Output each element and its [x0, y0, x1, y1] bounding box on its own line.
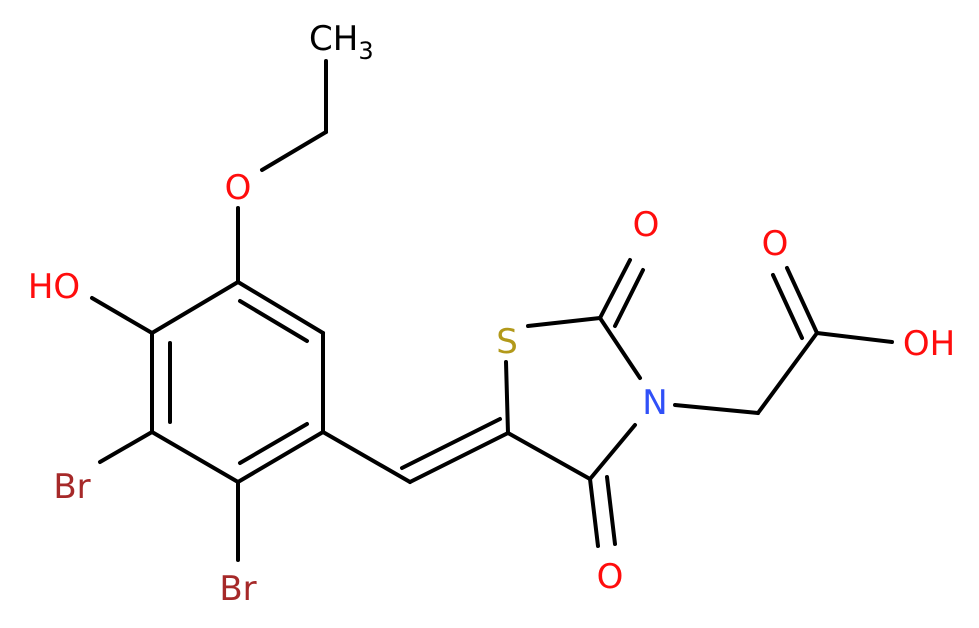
bond-c4-o-double	[605, 475, 617, 546]
atom-label-o-ether: O	[225, 168, 252, 208]
bond-ring-ch	[321, 430, 412, 484]
bond-c2-o-double	[613, 268, 645, 328]
bond-ring-f	[150, 280, 240, 335]
bond-s-c2	[526, 316, 602, 328]
atom-label-br-2: Br	[219, 569, 256, 609]
bond-ring-a	[236, 280, 325, 335]
atom-label-s: S	[496, 322, 518, 362]
bond-n-ch2	[673, 403, 760, 415]
bond-c-br1	[98, 430, 154, 464]
atom-label-n: N	[642, 383, 667, 423]
bond-c2-n	[598, 316, 642, 380]
atom-label-oh-acid: OH	[903, 324, 955, 364]
atom-label-o-c4: O	[597, 557, 624, 597]
bond-c4-o	[588, 477, 600, 548]
bond-ring-c-inner	[238, 422, 309, 465]
bond-ch2-cooh	[756, 331, 819, 415]
atom-label-ho-phenol: HO	[28, 267, 80, 307]
atom-label-o-acid-carbonyl: O	[762, 224, 789, 264]
bond-c4-c5	[506, 431, 592, 481]
bond-c-oh	[90, 296, 154, 335]
bonds	[90, 59, 894, 562]
bond-c5-s	[504, 360, 510, 435]
bond-ring-a-inner	[238, 299, 309, 343]
atom-label-br-1: Br	[53, 467, 90, 507]
bond-ring-c	[236, 430, 325, 484]
bond-cooh-o-double	[771, 273, 804, 340]
bond-ring-d	[150, 430, 240, 484]
atom-label-o-c2: O	[633, 205, 660, 245]
bond-cooh-o	[785, 266, 819, 335]
bond-n-c4	[588, 423, 637, 481]
bond-ch-c5	[408, 431, 510, 484]
atom-labels: CH3 O HO Br Br S O N O O OH	[28, 19, 955, 609]
bond-ch-c5-double	[400, 417, 502, 470]
bond-cooh-oh	[815, 331, 894, 344]
bond-c2-o	[598, 258, 632, 320]
atom-label-ch3: CH3	[309, 19, 374, 65]
bond-ch2-o	[260, 130, 328, 172]
